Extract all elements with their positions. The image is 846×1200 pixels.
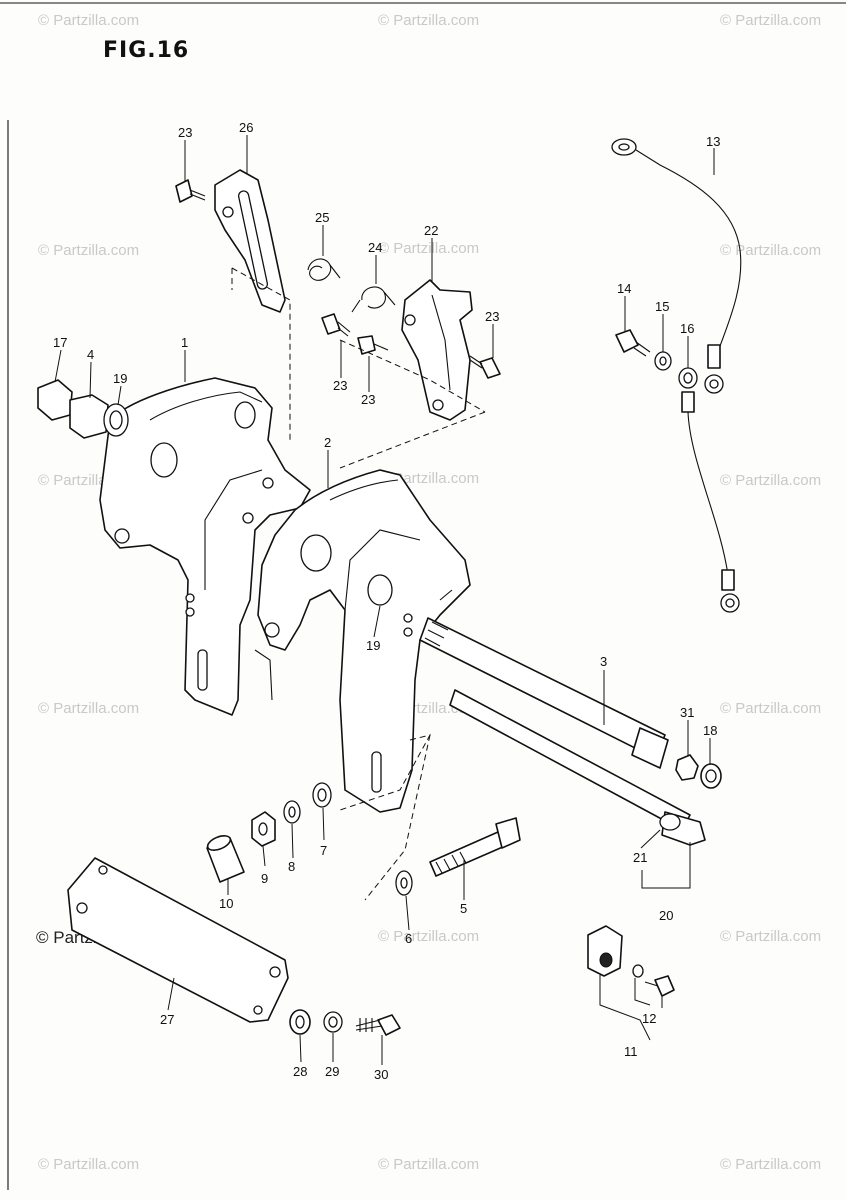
- watermark: © Partzilla.com: [378, 928, 480, 945]
- callout-15: 15: [655, 299, 669, 314]
- callout-19: 19: [113, 371, 127, 386]
- callout-18: 18: [703, 723, 717, 738]
- spacer-28: [289, 1009, 311, 1035]
- lever-22: [401, 279, 473, 421]
- callout-14: 14: [617, 281, 631, 296]
- callout-23: 23: [333, 378, 347, 393]
- leader-lines: [54, 135, 715, 1065]
- callout-4: 4: [87, 347, 94, 362]
- callout-12: 12: [642, 1011, 656, 1026]
- callout-16: 16: [680, 321, 694, 336]
- washer-7: [312, 782, 332, 808]
- ground-wire-13: [611, 138, 742, 394]
- callout-11: 11: [624, 1044, 638, 1059]
- callout-24: 24: [368, 240, 382, 255]
- callout-28: 28: [293, 1064, 307, 1079]
- spring-24: [351, 286, 396, 313]
- callout-23: 23: [178, 125, 192, 140]
- callout-3: 3: [600, 654, 607, 669]
- tilt-rod: [449, 689, 706, 846]
- watermark: © Partzilla.com: [38, 700, 140, 717]
- bushing-10: [206, 835, 245, 883]
- callout-27: 27: [160, 1012, 174, 1027]
- upper-lever-26: [214, 169, 286, 313]
- callout-5: 5: [460, 901, 467, 916]
- nut-31: [675, 754, 699, 781]
- watermark: © Partzilla.com: [38, 242, 140, 259]
- callout-26: 26: [239, 120, 253, 135]
- ground-wire-16: [678, 367, 740, 613]
- nut-stack-left: [37, 379, 129, 439]
- cap-18: [700, 763, 722, 789]
- plate-27: [67, 857, 289, 1023]
- callout-23: 23: [485, 309, 499, 324]
- watermark: © Partzilla.com: [720, 1156, 822, 1173]
- figure-title: FIG.16: [103, 38, 190, 63]
- watermark: © Partzilla.com: [720, 472, 822, 489]
- callout-13: 13: [706, 134, 720, 149]
- callout-31: 31: [680, 705, 694, 720]
- callout-22: 22: [424, 223, 438, 238]
- guide-line: [339, 339, 486, 413]
- callout-29: 29: [325, 1064, 339, 1079]
- guide-line: [364, 734, 431, 901]
- callout-2: 2: [324, 435, 331, 450]
- callout-10: 10: [219, 896, 233, 911]
- block-11: [587, 925, 623, 977]
- watermark: © Partzilla.com: [38, 1156, 140, 1173]
- callout-23: 23: [361, 392, 375, 407]
- watermark: © Partzilla.com: [38, 12, 140, 29]
- washer-15: [654, 351, 672, 371]
- callout-19: 19: [366, 638, 380, 653]
- watermark: © Partzilla.com: [378, 240, 480, 257]
- screw-12: [632, 964, 675, 997]
- watermark: © Partzilla.com: [378, 1156, 480, 1173]
- watermark: © Partzilla.com: [720, 700, 822, 717]
- guide-line: [339, 411, 486, 469]
- bolt-5: [429, 817, 521, 877]
- stern-bracket-left: [99, 377, 311, 716]
- callout-21: 21: [633, 850, 647, 865]
- nut-9: [251, 811, 276, 847]
- callout-25: 25: [315, 210, 329, 225]
- washer-6: [395, 870, 413, 896]
- callout-17: 17: [53, 335, 67, 350]
- callout-6: 6: [405, 931, 412, 946]
- watermark: © Partzilla.com: [720, 242, 822, 259]
- stern-bracket-right: [257, 469, 471, 813]
- callout-labels: 23 26 25 24 22 23 23 23 13 14 15 16 17 4…: [53, 120, 720, 1082]
- guide-line: [339, 734, 431, 811]
- guide-line: [231, 267, 291, 440]
- washer-29: [323, 1011, 343, 1033]
- watermark: © Partzilla.com: [720, 928, 822, 945]
- spring-25: [307, 258, 341, 281]
- callout-30: 30: [374, 1067, 388, 1082]
- watermark: © Partzilla.com: [378, 12, 480, 29]
- callout-20: 20: [659, 908, 673, 923]
- callout-9: 9: [261, 871, 268, 886]
- callout-7: 7: [320, 843, 327, 858]
- callout-8: 8: [288, 859, 295, 874]
- screw-14: [615, 329, 651, 357]
- lockwasher-8: [283, 800, 301, 824]
- watermark: © Partzilla.com: [720, 12, 822, 29]
- bolt-30: [355, 1014, 401, 1036]
- callout-1: 1: [181, 335, 188, 350]
